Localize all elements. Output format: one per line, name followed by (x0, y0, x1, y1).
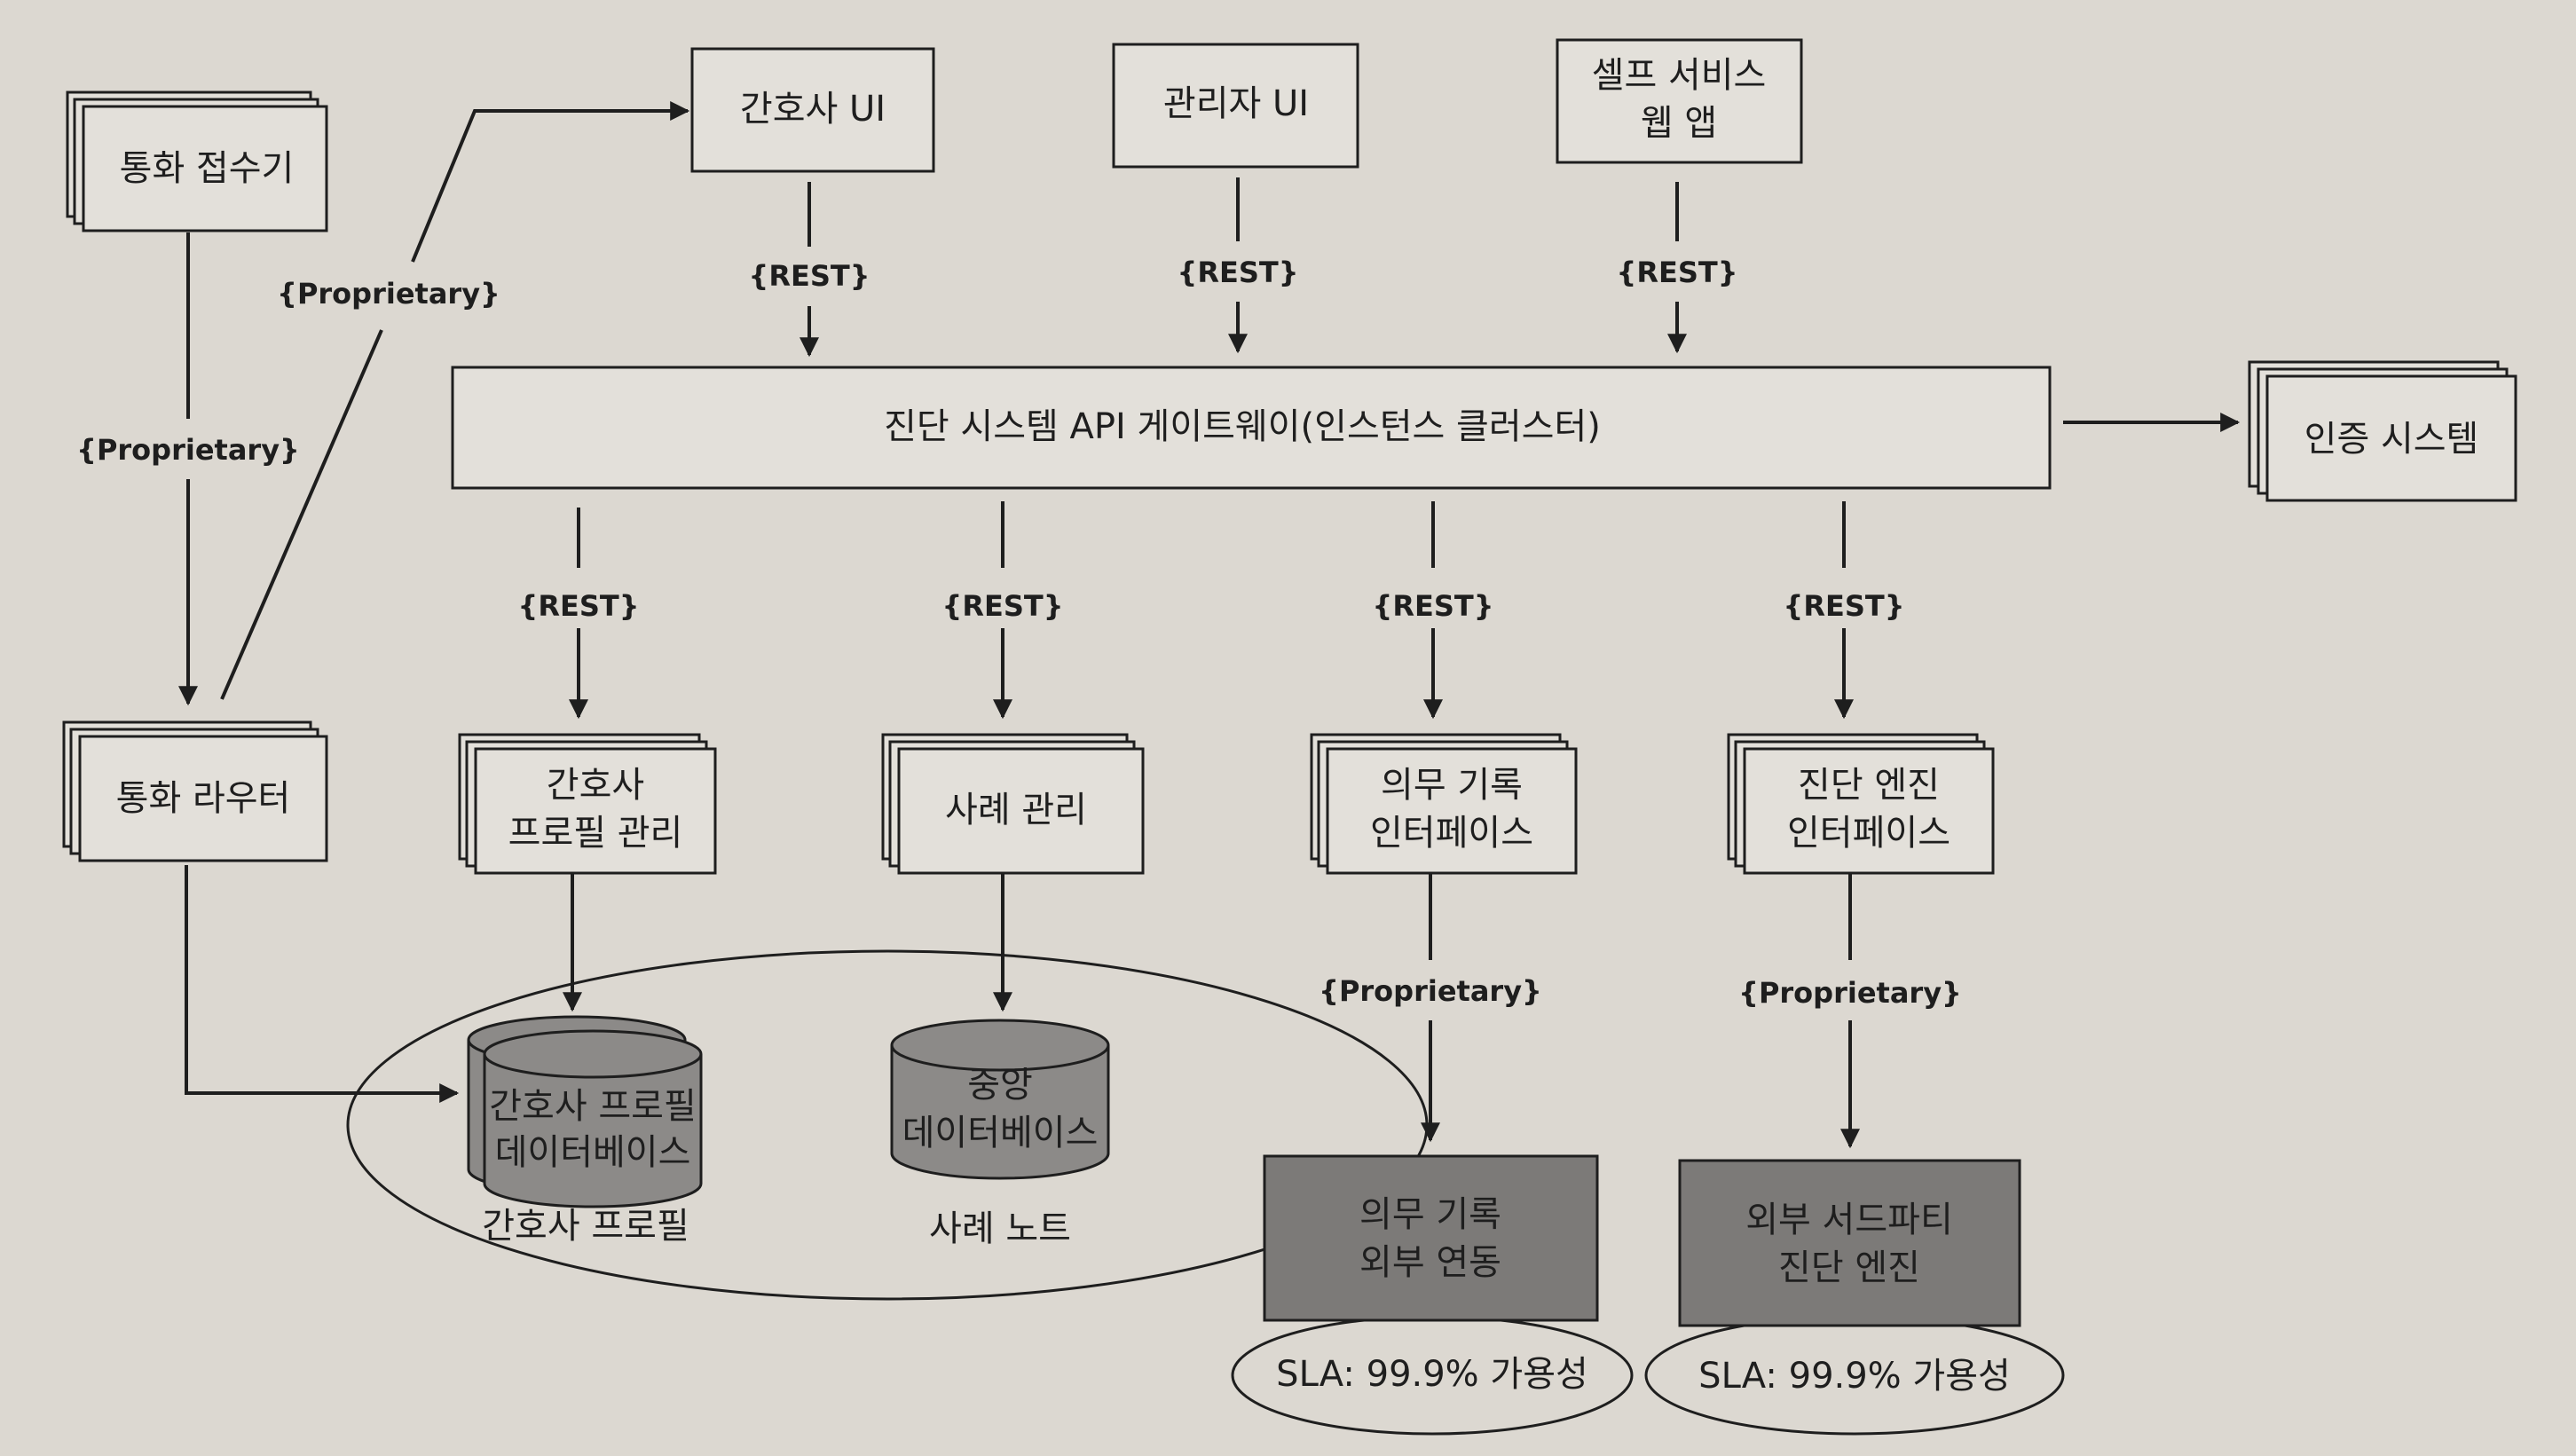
call-router-node (62, 720, 328, 862)
label-rest-nurse-svc: {REST} (518, 589, 640, 623)
label-rest-med: {REST} (1373, 589, 1494, 623)
ext-medical-label-1: 의무 기록 (1359, 1194, 1501, 1235)
label-proprietary-router-ui: {Proprietary} (277, 277, 500, 311)
nurse-ui-label: 간호사 UI (740, 89, 886, 130)
nurse-profile-mgmt-label-1: 간호사 (547, 765, 644, 806)
label-rest-case: {REST} (942, 589, 1064, 623)
call-receiver-node (66, 91, 328, 232)
self-service-node (1556, 38, 1803, 164)
case-mgmt-label: 사례 관리 (945, 790, 1087, 830)
label-proprietary-med: {Proprietary} (1319, 974, 1542, 1008)
case-mgmt-node (881, 733, 1145, 875)
auth-label: 인증 시스템 (2304, 419, 2479, 460)
admin-ui-label: 관리자 UI (1163, 83, 1309, 124)
label-rest-admin-ui: {REST} (1178, 256, 1299, 289)
label-proprietary-receiver: {Proprietary} (76, 433, 300, 467)
diag-engine-interface-node (1727, 733, 1995, 875)
protocol-labels: {Proprietary} {Proprietary} {REST} {REST… (76, 256, 1962, 1010)
self-service-label-1: 셀프 서비스 (1592, 55, 1767, 96)
nurse-db-node (467, 1015, 703, 1208)
label-proprietary-engine: {Proprietary} (1738, 976, 1962, 1010)
medical-record-interface-label-2: 인터페이스 (1370, 813, 1533, 854)
gateway-label: 진단 시스템 API 게이트웨이(인스턴스 클러스터) (884, 406, 1601, 447)
nurse-db-label-2: 데이터베이스 (495, 1132, 691, 1173)
admin-ui-node (1112, 43, 1359, 169)
case-notes-group-label: 사례 노트 (929, 1208, 1071, 1249)
diag-engine-interface-label-2: 인터페이스 (1787, 813, 1950, 854)
nurse-profile-group-label: 간호사 프로필 (482, 1206, 689, 1247)
self-service-label-2: 웹 앱 (1641, 103, 1717, 144)
ext-medical-label-2: 외부 연동 (1359, 1242, 1501, 1283)
diag-engine-interface-label-1: 진단 엔진 (1798, 765, 1940, 806)
sla-medical-label: SLA: 99.9% 가용성 (1276, 1354, 1588, 1395)
edge-router-nurse-db (185, 865, 460, 1103)
central-db-label-1: 중앙 (967, 1065, 1033, 1106)
ext-engine-node (1678, 1159, 2021, 1327)
call-router-label: 통화 라우터 (116, 778, 291, 819)
nurse-profile-mgmt-node (458, 733, 717, 875)
medical-record-interface-label-1: 의무 기록 (1381, 765, 1523, 806)
ext-engine-label-1: 외부 서드파티 (1745, 1200, 1953, 1240)
central-db-label-2: 데이터베이스 (902, 1113, 1099, 1153)
gateway-node (451, 366, 2052, 490)
central-db-node (890, 1019, 1110, 1180)
connectors (178, 101, 2241, 1149)
nurse-profile-mgmt-label-2: 프로필 관리 (508, 813, 683, 854)
sla-engine-label: SLA: 99.9% 가용성 (1698, 1356, 2011, 1397)
edge-router-nurse-ui (220, 329, 383, 700)
nurse-ui-node (690, 47, 935, 173)
medical-record-interface-node (1310, 733, 1578, 875)
nurse-db-label-1: 간호사 프로필 (489, 1086, 697, 1127)
ext-engine-label-2: 진단 엔진 (1778, 1247, 1920, 1288)
ext-medical-node (1263, 1154, 1599, 1322)
edge-router-nurse-ui-2 (411, 101, 690, 263)
label-rest-engine: {REST} (1784, 589, 1905, 623)
label-rest-self: {REST} (1617, 256, 1738, 289)
label-rest-nurse-ui: {REST} (749, 259, 870, 293)
call-receiver-label: 통화 접수기 (120, 148, 295, 189)
auth-node (2248, 360, 2517, 502)
